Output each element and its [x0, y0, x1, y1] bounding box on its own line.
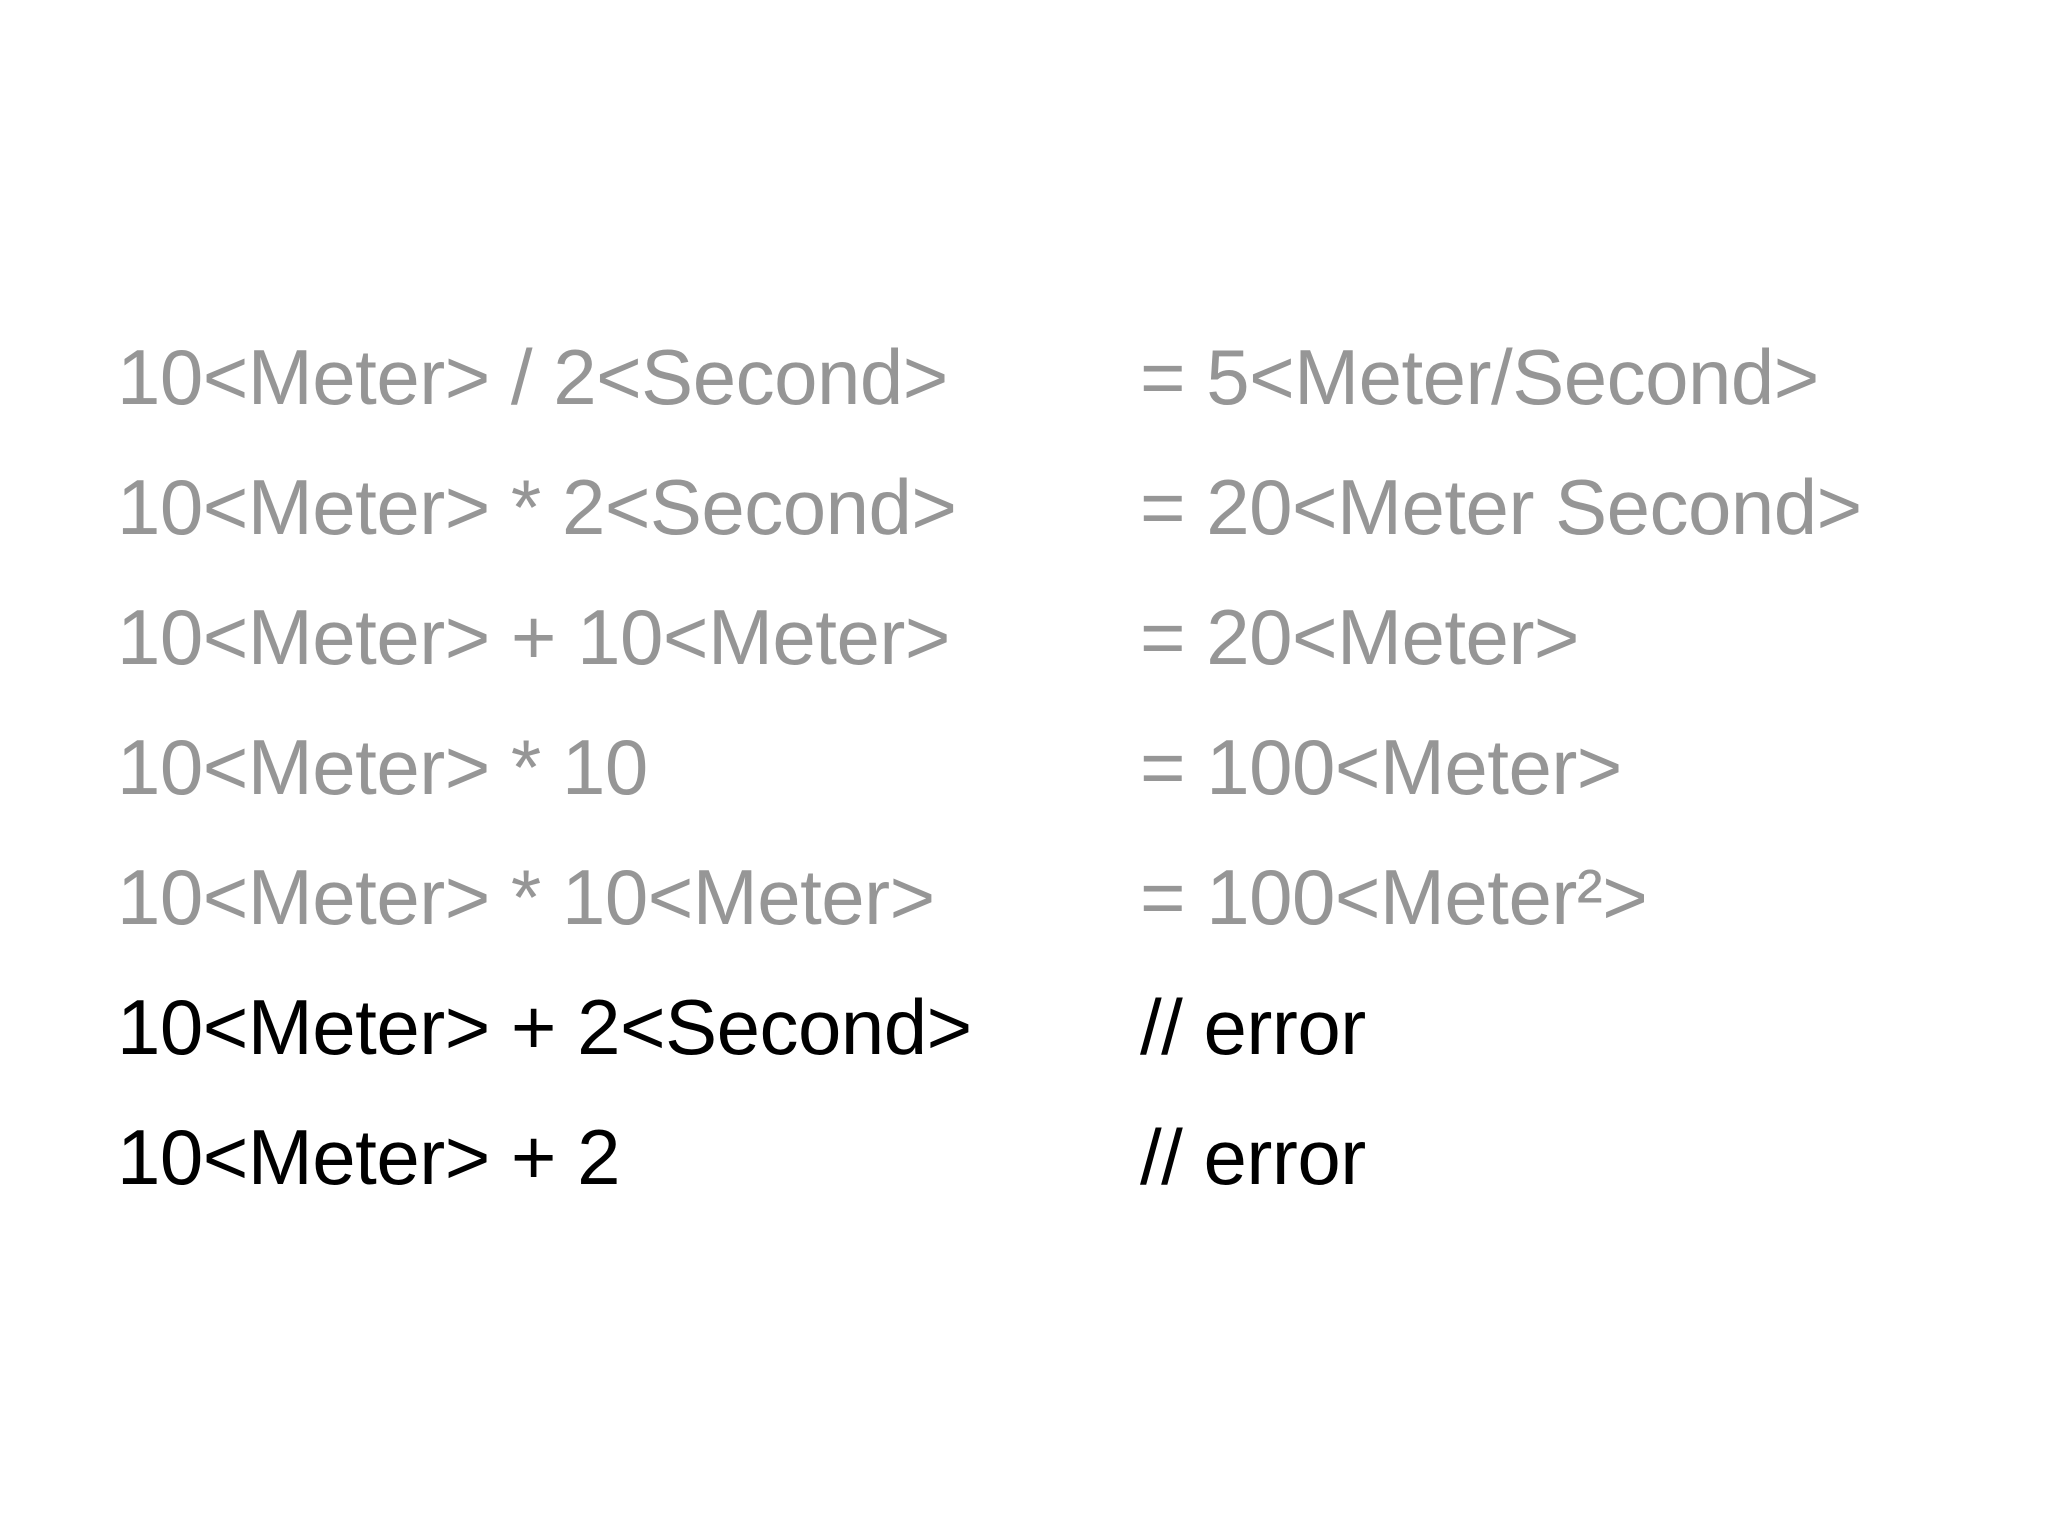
expression-text: 10<Meter> / 2<Second>: [117, 333, 948, 421]
code-row: 10<Meter> + 10<Meter> = 20<Meter>: [117, 572, 1862, 702]
unit-arithmetic-examples: 10<Meter> / 2<Second> = 5<Meter/Second> …: [117, 312, 1862, 1222]
code-row: 10<Meter> / 2<Second> = 5<Meter/Second>: [117, 312, 1862, 442]
code-row: 10<Meter> + 2 // error: [117, 1092, 1862, 1222]
code-row: 10<Meter> * 2<Second> = 20<Meter Second>: [117, 442, 1862, 572]
expression-text: 10<Meter> * 10<Meter>: [117, 853, 935, 941]
expression-text: 10<Meter> * 2<Second>: [117, 463, 957, 551]
result-text: = 100<Meter²>: [1140, 853, 1648, 941]
expression-text: 10<Meter> + 2: [117, 1113, 621, 1201]
result-text: // error: [1140, 1113, 1366, 1201]
result-text: = 100<Meter>: [1140, 723, 1622, 811]
expression-text: 10<Meter> + 2<Second>: [117, 983, 972, 1071]
result-text: = 20<Meter Second>: [1140, 463, 1862, 551]
expression-text: 10<Meter> * 10: [117, 723, 648, 811]
result-text: = 5<Meter/Second>: [1140, 333, 1819, 421]
code-row: 10<Meter> + 2<Second> // error: [117, 962, 1862, 1092]
result-text: // error: [1140, 983, 1366, 1071]
code-row: 10<Meter> * 10<Meter> = 100<Meter²>: [117, 832, 1862, 962]
expression-text: 10<Meter> + 10<Meter>: [117, 593, 950, 681]
code-row: 10<Meter> * 10 = 100<Meter>: [117, 702, 1862, 832]
result-text: = 20<Meter>: [1140, 593, 1579, 681]
